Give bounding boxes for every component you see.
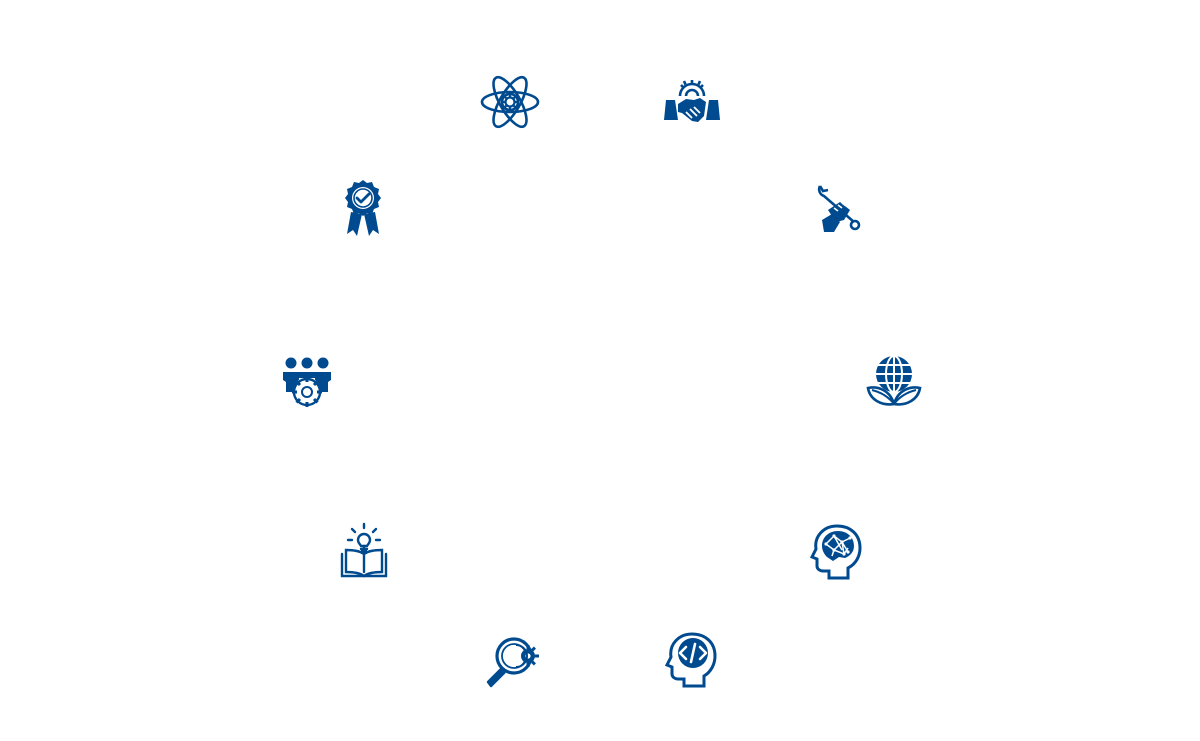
- book-lightbulb-icon[interactable]: [334, 522, 394, 582]
- ai-brain-head-icon[interactable]: [808, 522, 868, 582]
- hand-wrench-icon[interactable]: [808, 180, 868, 240]
- eco-globe-icon[interactable]: [864, 350, 924, 410]
- award-badge-icon[interactable]: [333, 178, 393, 238]
- magnifier-gear-icon[interactable]: [482, 630, 542, 690]
- handshake-gear-icon[interactable]: [662, 72, 722, 132]
- atom-gear-icon[interactable]: [480, 72, 540, 132]
- code-head-icon[interactable]: [662, 630, 722, 690]
- team-gear-icon[interactable]: [277, 352, 337, 412]
